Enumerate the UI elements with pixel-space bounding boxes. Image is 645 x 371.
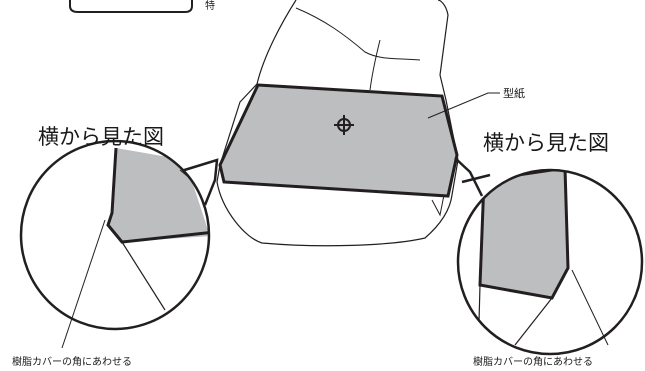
seat-fold-line-2 (369, 39, 381, 91)
right-align-caption: 樹脂カバーの角にあわせる (473, 357, 593, 368)
left-align-leader (61, 219, 106, 349)
right-align-leader (571, 269, 609, 346)
seat-edge-right (431, 189, 446, 217)
left-side-view-title: 横から見た図 (38, 125, 164, 149)
seat-fold-line (295, 7, 421, 61)
left-detail-magnifier (19, 139, 219, 331)
cropped-label-box (69, 0, 193, 13)
center-target-icon (334, 115, 354, 135)
pattern-leader-line (427, 92, 500, 119)
cropped-top-text: 特 (205, 1, 215, 12)
right-detail-magnifier (454, 157, 644, 356)
left-align-caption: 樹脂カバーの角にあわせる (12, 357, 132, 368)
right-side-view-title: 横から見た図 (483, 131, 609, 155)
pattern-paper-label: 型紙 (503, 87, 525, 100)
pattern-paper (218, 83, 459, 198)
